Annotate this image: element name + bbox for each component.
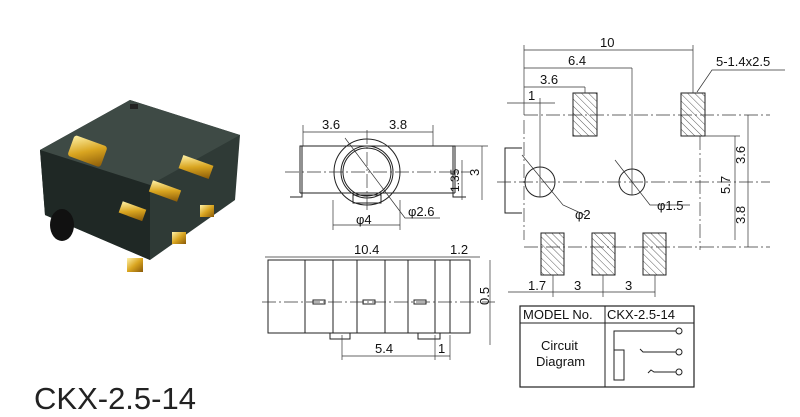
pad-note: 5-1.4x2.5 (716, 54, 770, 69)
dim-top-total: 10 (600, 35, 614, 50)
side-view: 10.4 1.2 0.5 5.4 1 (262, 242, 495, 360)
dim-front-small-height: 1.35 (448, 168, 462, 192)
dim-front-dia-outer: φ4 (356, 212, 372, 227)
dim-top-hole-large: φ2 (575, 207, 591, 222)
dim-side-pin-spacing: 5.4 (375, 341, 393, 356)
dim-top-span: 5.7 (718, 176, 733, 194)
dim-bottom-3: 3 (625, 278, 632, 293)
dim-front-dia-inner: φ2.6 (408, 204, 435, 219)
dim-front-right: 3.8 (389, 117, 407, 132)
dim-side-offset: 0.5 (477, 287, 492, 305)
dim-top-lower: 3.8 (733, 206, 748, 224)
dim-front-left: 3.6 (322, 117, 340, 132)
dim-top-upper: 3.6 (733, 146, 748, 164)
dim-bottom-2: 3 (574, 278, 581, 293)
dim-side-tab: 1.2 (450, 242, 468, 257)
dim-top-small-hole: 6.4 (568, 53, 586, 68)
dim-top-pad: 3.6 (540, 72, 558, 87)
model-table: MODEL No. CKX-2.5-14 Circuit Diagram (519, 305, 695, 388)
circuit-label: Circuit (541, 338, 578, 353)
model-label: MODEL No. (523, 307, 593, 322)
dim-front-height: 3 (467, 169, 482, 176)
product-photo (40, 100, 240, 272)
dim-top-edge: 1 (528, 88, 535, 103)
front-view: 3.6 3.8 φ4 φ2.6 1.35 3 (285, 117, 488, 230)
footprint-view: 10 6.4 3.6 1 5-1.4x2.5 3.6 5.7 3.8 φ2 φ1… (497, 35, 785, 297)
circuit-diagram-icon (613, 327, 683, 381)
dim-side-length: 10.4 (354, 242, 379, 257)
model-value: CKX-2.5-14 (607, 307, 675, 322)
dim-top-hole-small: φ1.5 (657, 198, 684, 213)
diagram-label: Diagram (536, 354, 585, 369)
dim-side-pin-width: 1 (438, 341, 445, 356)
product-title: CKX-2.5-14 (34, 381, 196, 416)
dim-bottom-1: 1.7 (528, 278, 546, 293)
